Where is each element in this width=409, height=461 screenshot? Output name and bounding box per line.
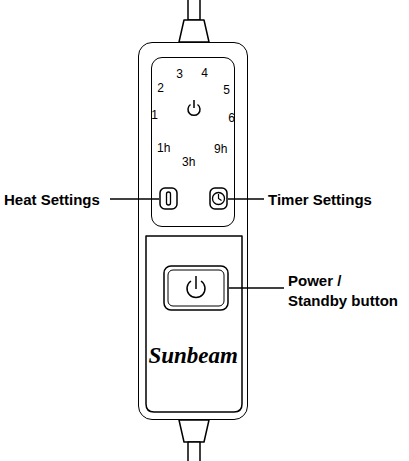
- setting-number: 3: [176, 68, 183, 80]
- timer-clock: [213, 193, 225, 205]
- lower-panel: [146, 236, 242, 412]
- leader-line: [228, 198, 264, 200]
- cord: [188, 0, 200, 20]
- setting-number: 3h: [182, 156, 195, 168]
- setting-number: 4: [201, 67, 208, 79]
- timer-button: [210, 188, 227, 209]
- display-panel: 1234561h3h9h: [151, 57, 235, 227]
- power-icon: [195, 276, 197, 289]
- callout-label: Power / Standby button: [288, 271, 404, 310]
- callout-label: Timer Settings: [268, 190, 372, 210]
- power-button-inner: [168, 270, 224, 306]
- strain-relief: [179, 20, 209, 42]
- setting-number: 1h: [157, 142, 170, 154]
- setting-number: 6: [228, 112, 235, 124]
- controller-body: Sunbeam1234561h3h9h: [138, 42, 248, 420]
- callout-label: Heat Settings: [4, 190, 100, 210]
- setting-number: 5: [223, 84, 230, 96]
- heat-button-bar: [167, 192, 171, 205]
- power-button: [164, 266, 228, 310]
- setting-number: 1: [151, 109, 158, 121]
- cord: [188, 442, 200, 461]
- power-icon: [193, 100, 195, 108]
- setting-number: 2: [157, 82, 164, 94]
- strain-relief: [179, 420, 209, 442]
- leader-line: [229, 287, 284, 289]
- brand-logo: Sunbeam: [148, 344, 237, 367]
- setting-number: 9h: [214, 143, 227, 155]
- timer-clock-hands: [219, 194, 222, 201]
- heat-button: [160, 188, 177, 209]
